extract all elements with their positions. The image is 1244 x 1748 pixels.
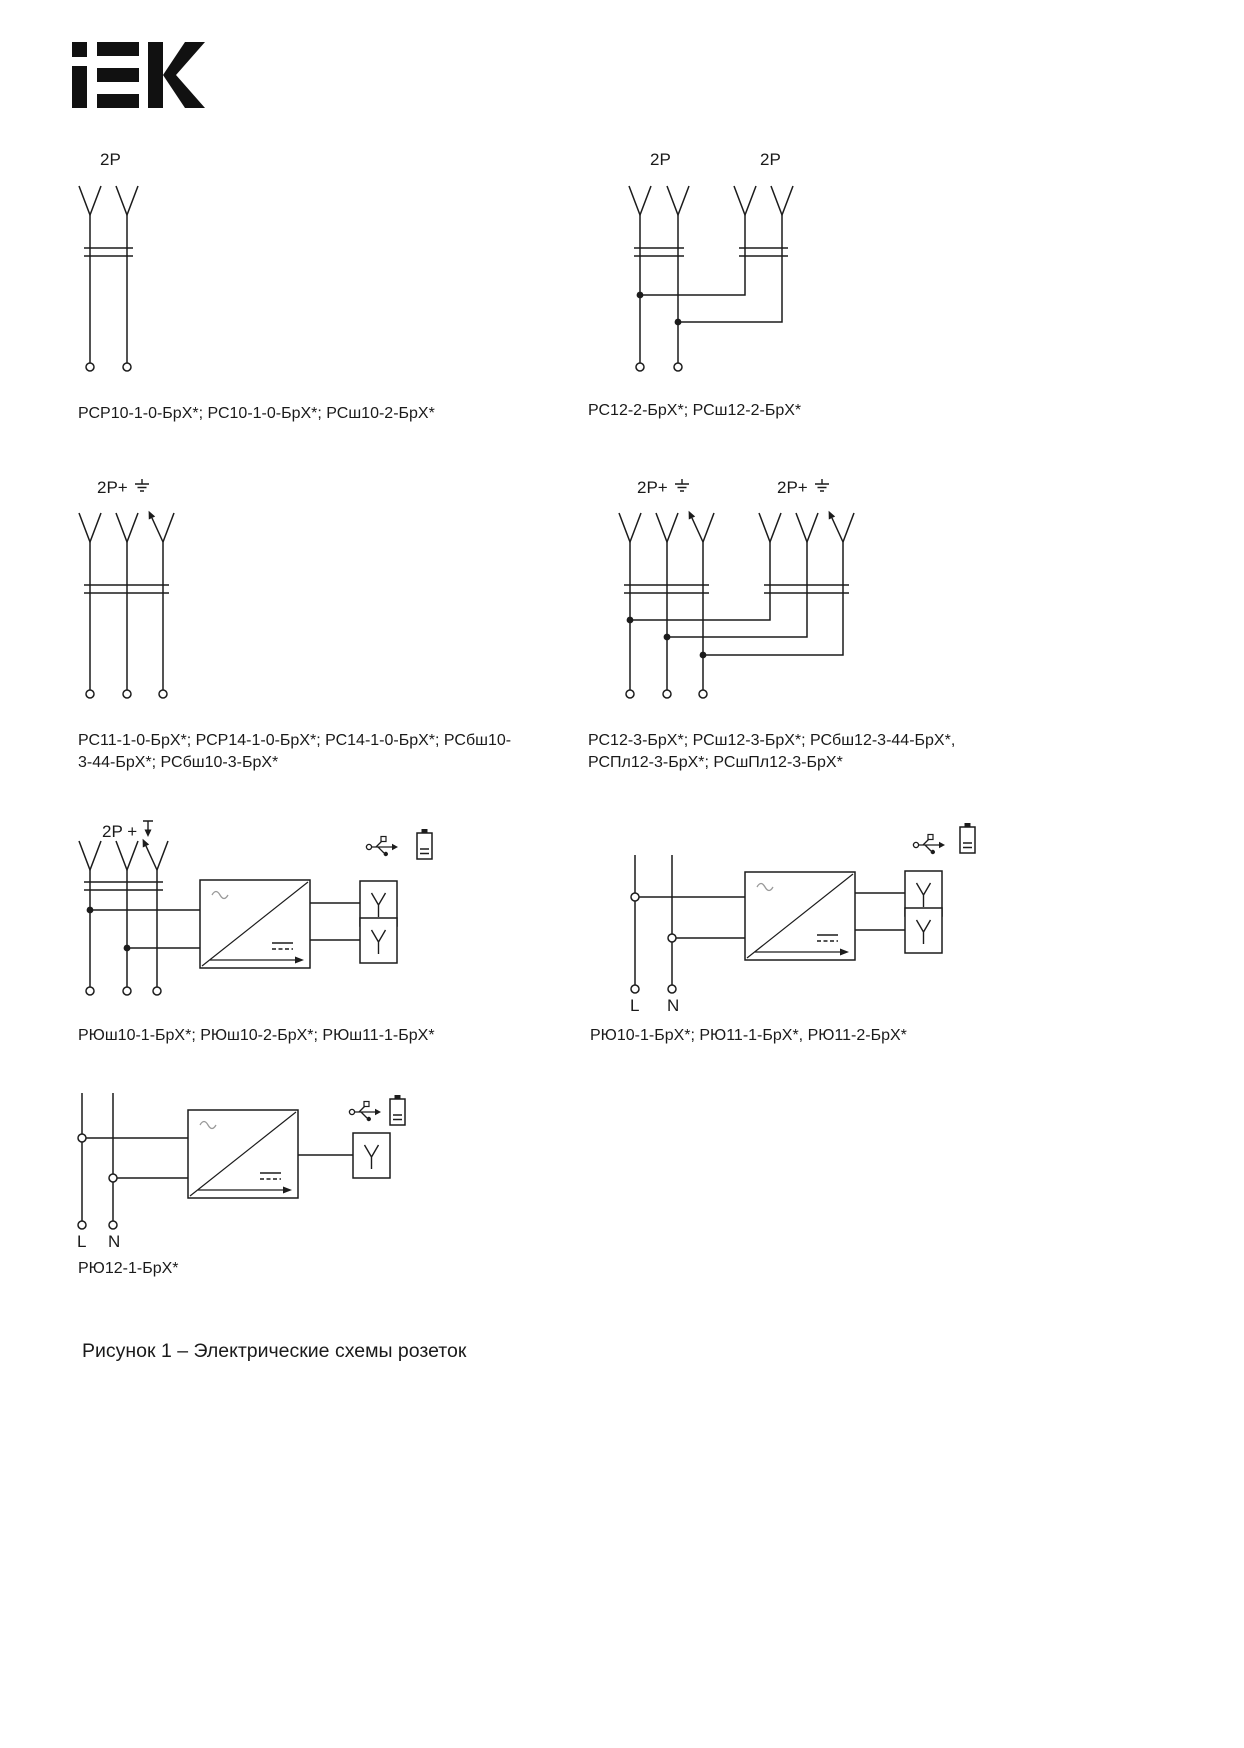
pole-label: 2P bbox=[650, 150, 671, 169]
pole-label: 2P bbox=[100, 150, 121, 169]
schematic-caption: РСР10-1-0-БрХ*; РС10-1-0-БрХ*; РСш10-2-Б… bbox=[78, 405, 435, 422]
contact-fork-icon bbox=[78, 840, 102, 871]
contact-fork-icon bbox=[618, 512, 642, 543]
line-label: L bbox=[630, 996, 639, 1015]
output-wires bbox=[310, 902, 360, 941]
schematic-caption: РЮш10-1-БрХ*; РЮш10-2-БрХ*; РЮш11-1-БрХ* bbox=[78, 1027, 435, 1044]
iek-logo bbox=[72, 42, 205, 108]
contact-fork-icon bbox=[733, 185, 757, 216]
socket-contacts bbox=[78, 509, 175, 699]
contact-fork-icon bbox=[115, 185, 139, 216]
pole-label: 2P + bbox=[102, 822, 137, 841]
schematic-2p-double: 2P 2P bbox=[628, 150, 794, 372]
schematic-caption: РС12-2-БрХ*; РСш12-2-БрХ* bbox=[588, 402, 802, 419]
usb-output-port bbox=[904, 907, 943, 954]
contact-fork-icon bbox=[78, 512, 102, 543]
socket-contacts bbox=[78, 185, 139, 372]
schematic-2p-single: 2P bbox=[78, 150, 139, 372]
neutral-label: N bbox=[667, 996, 679, 1015]
contact-fork-icon bbox=[628, 185, 652, 216]
neutral-label: N bbox=[108, 1232, 120, 1251]
contact-fork-icon bbox=[78, 185, 102, 216]
earth-icon bbox=[134, 478, 150, 492]
usb-icon bbox=[365, 835, 399, 857]
socket-contacts bbox=[618, 509, 855, 699]
input-lines bbox=[630, 855, 745, 994]
earth-contact-icon bbox=[687, 509, 715, 543]
earth-contact-icon bbox=[141, 837, 169, 871]
contact-fork-icon bbox=[115, 840, 139, 871]
earth-arrow-icon bbox=[142, 820, 154, 838]
pole-label: 2P+ bbox=[97, 478, 128, 497]
acdc-converter bbox=[199, 879, 311, 969]
usb-output-port bbox=[352, 1132, 391, 1179]
input-lines bbox=[77, 1093, 188, 1230]
schematic-usb-socket-ln-double: L N bbox=[630, 822, 976, 1015]
schematic-usb-socket-ln-single: L N bbox=[77, 1093, 406, 1251]
input-contacts bbox=[78, 837, 200, 996]
schematic-caption: РС11-1-0-БрХ*; РСР14-1-0-БрХ*; РС14-1-0-… bbox=[78, 732, 512, 771]
acdc-converter bbox=[744, 871, 856, 961]
contact-fork-icon bbox=[758, 512, 782, 543]
battery-icon bbox=[959, 822, 976, 854]
contact-fork-icon bbox=[770, 185, 794, 216]
acdc-converter bbox=[187, 1109, 299, 1199]
figure-caption: Рисунок 1 – Электрические схемы розеток bbox=[82, 1340, 467, 1362]
contact-fork-icon bbox=[655, 512, 679, 543]
earth-icon bbox=[674, 478, 690, 492]
schematic-caption: РЮ10-1-БрХ*; РЮ11-1-БрХ*, РЮ11-2-БрХ* bbox=[590, 1027, 907, 1044]
battery-icon bbox=[389, 1094, 406, 1126]
iek-logo-letters bbox=[72, 42, 205, 108]
schematic-2p-earth-double: 2P+ 2P+ bbox=[618, 478, 855, 699]
contact-fork-icon bbox=[666, 185, 690, 216]
earth-icon bbox=[814, 478, 830, 492]
contact-fork-icon bbox=[115, 512, 139, 543]
socket-contacts bbox=[628, 185, 794, 372]
output-wires bbox=[855, 892, 905, 931]
earth-contact-icon bbox=[827, 509, 855, 543]
usb-output-port bbox=[359, 917, 398, 964]
earth-contact-icon bbox=[147, 509, 175, 543]
pole-label: 2P+ bbox=[777, 478, 808, 497]
schematic-caption: РС12-3-БрХ*; РСш12-3-БрХ*; РСбш12-3-44-Б… bbox=[588, 732, 956, 771]
usb-icon bbox=[348, 1100, 382, 1122]
schematic-caption: РЮ12-1-БрХ* bbox=[78, 1260, 179, 1277]
schematic-2p-earth-single: 2P+ bbox=[78, 478, 175, 699]
line-label: L bbox=[77, 1232, 86, 1251]
contact-fork-icon bbox=[795, 512, 819, 543]
schematic-usb-socket-fork: 2P + bbox=[78, 820, 433, 996]
pole-label: 2P+ bbox=[637, 478, 668, 497]
usb-icon bbox=[912, 833, 946, 855]
pole-label: 2P bbox=[760, 150, 781, 169]
battery-icon bbox=[416, 828, 433, 860]
